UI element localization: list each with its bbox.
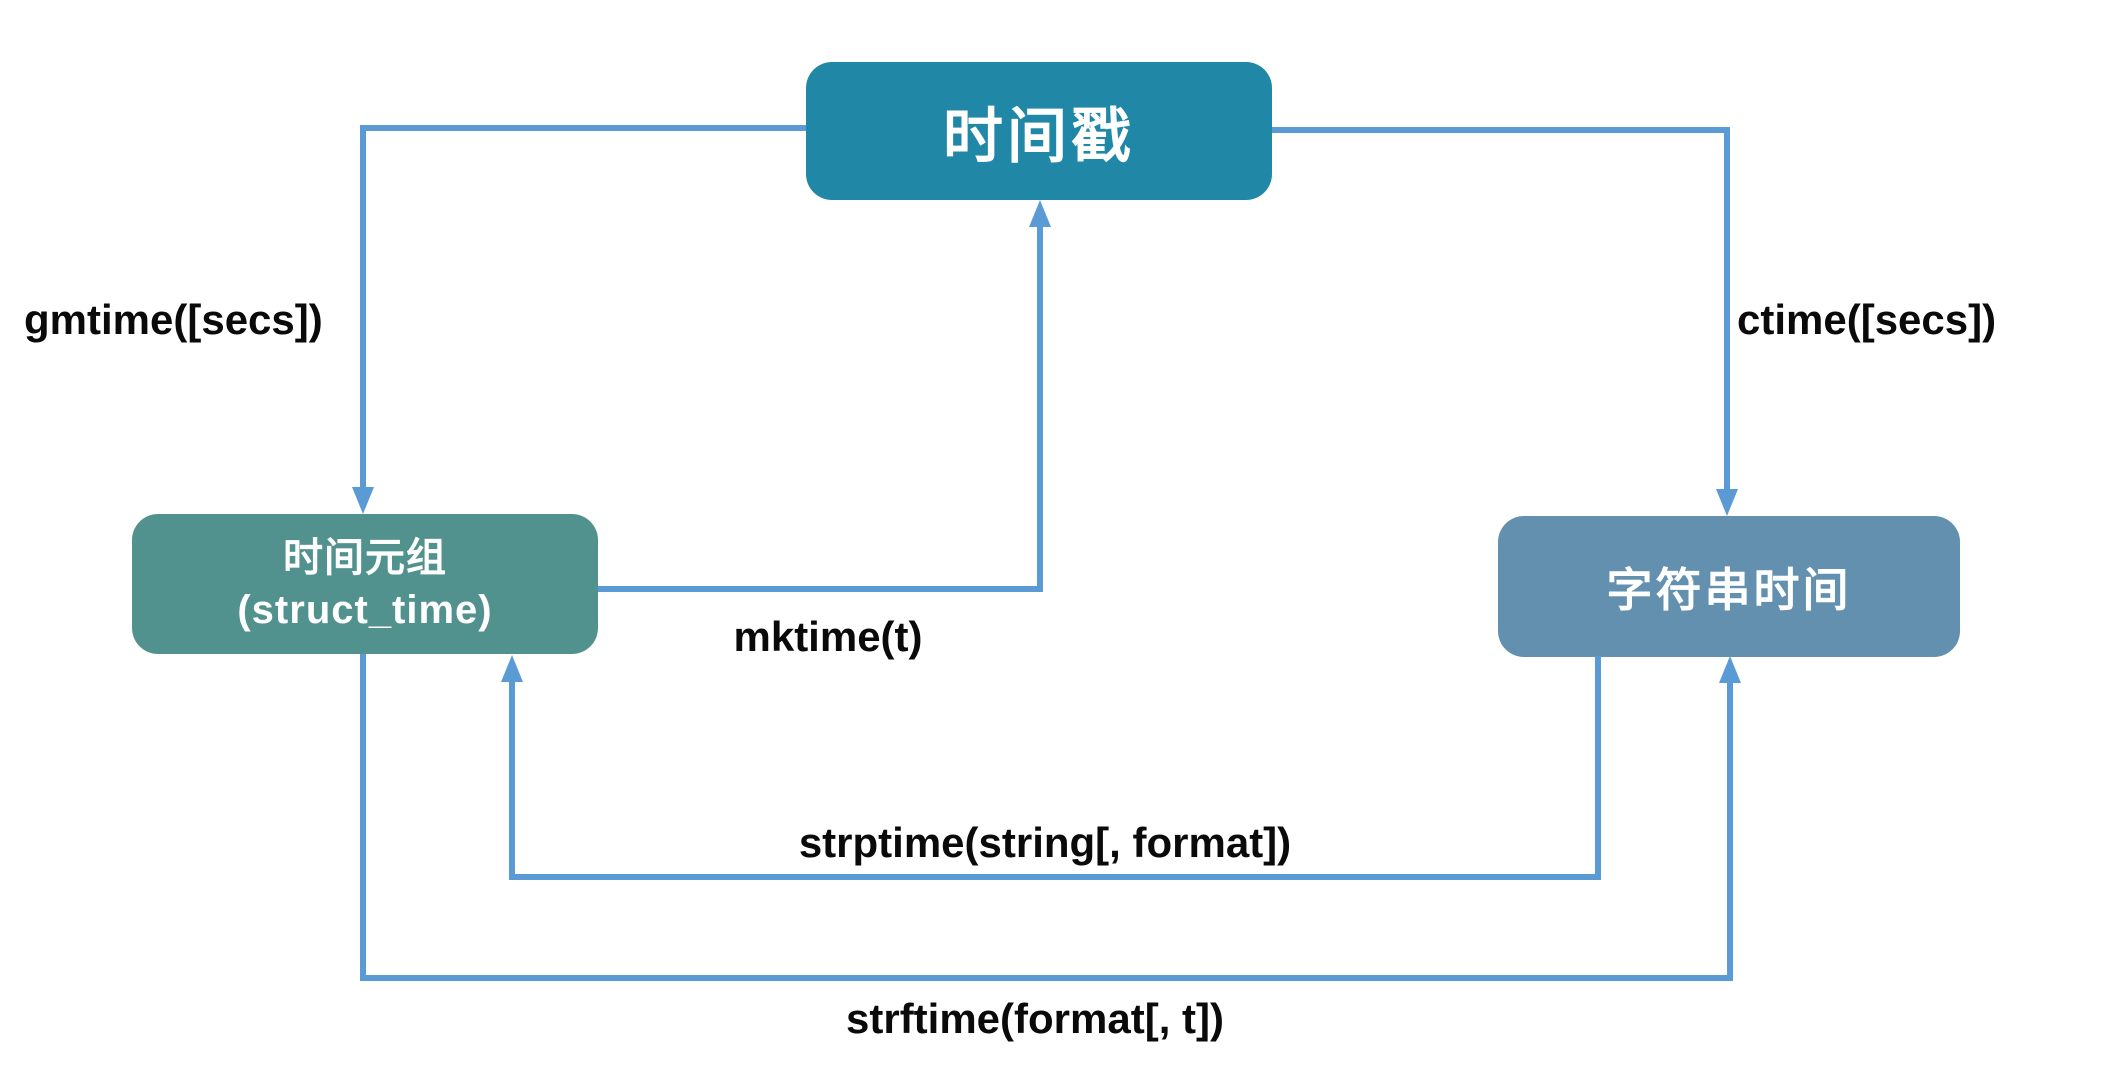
ctime-arrowhead-down-icon [1716,489,1738,516]
strftime-arrow-line-vertical-right [1727,683,1733,981]
strftime-arrow-line-horizontal [360,975,1733,981]
node-struct-time: 时间元组 (struct_time) [132,514,598,654]
gmtime-arrow-line-horizontal [360,125,806,131]
mktime-arrow-line-horizontal [598,586,1043,592]
strftime-arrowhead-up-icon [1719,656,1741,683]
strptime-arrow-line-vertical-left [509,682,515,880]
node-struct-time-label: 时间元组 [283,536,447,580]
node-string-time: 字符串时间 [1498,516,1960,657]
gmtime-arrowhead-down-icon [352,487,374,514]
mktime-arrowhead-up-icon [1029,200,1051,227]
node-timestamp: 时间戳 [806,62,1272,200]
ctime-arrow-line-horizontal [1272,127,1730,133]
strptime-arrow-line-horizontal [509,874,1601,880]
gmtime-edge-label: gmtime([secs]) [24,296,323,343]
mktime-arrow-line-vertical [1037,227,1043,592]
strftime-arrow-line-vertical-left [360,654,366,981]
gmtime-arrow-line-vertical [360,125,366,489]
strptime-arrow-line-vertical-right [1595,656,1601,880]
mktime-edge-label: mktime(t) [733,613,923,660]
ctime-edge-label: ctime([secs]) [1737,296,1997,343]
node-timestamp-label: 时间戳 [943,102,1135,170]
strftime-edge-label: strftime(format[, t]) [846,995,1224,1042]
strptime-edge-label: strptime(string[, format]) [798,819,1292,866]
node-string-time-label: 字符串时间 [1606,563,1852,616]
ctime-arrow-line-vertical [1724,127,1730,489]
strptime-arrowhead-up-icon [501,655,523,682]
node-struct-time-sublabel: (struct_time) [237,588,493,632]
